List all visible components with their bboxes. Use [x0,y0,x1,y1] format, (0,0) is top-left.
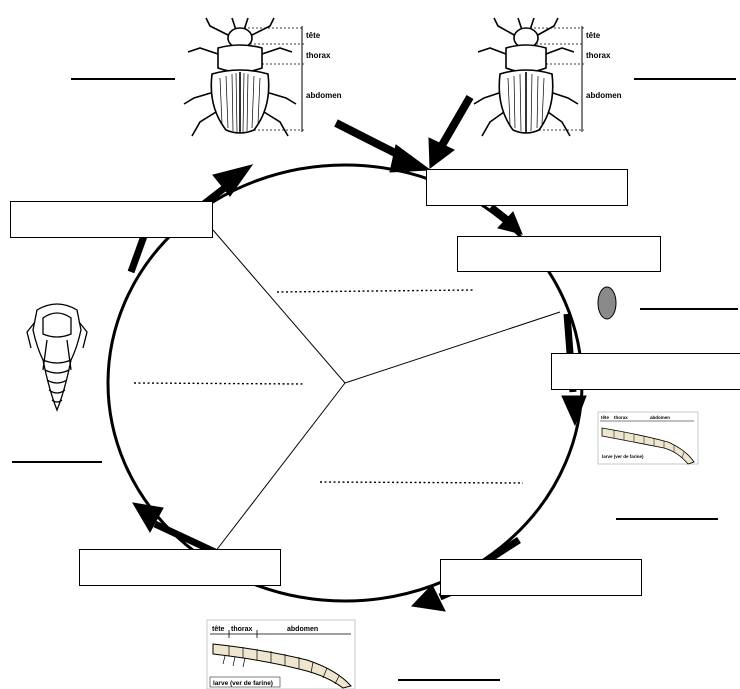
answer-line-beetle-right[interactable] [634,78,736,80]
sector-divider-lower-left [214,382,346,553]
larva-caption: larve (ver de farine) [602,454,644,459]
pupa-illustration [26,303,88,412]
answer-line-egg[interactable] [640,308,738,310]
larva-label-head: tête [601,415,609,420]
answer-line-pupa[interactable] [12,461,102,463]
egg-illustration [597,286,617,320]
cycle-arrow-bottom-left [132,502,217,556]
beetle-label-head: tête [306,31,321,40]
stage-answer-box-upper-right[interactable] [457,236,661,272]
beetle-arrow-right [428,94,474,169]
larva-label-abdomen: abdomen [287,626,318,633]
answer-line-larva-small[interactable] [616,518,718,520]
larva-label-thorax: thorax [231,626,253,633]
beetle-illustration-right: tête thorax abdomen [473,17,622,137]
sector-answer-line-left [133,382,306,385]
beetle-arrow-left [334,119,432,173]
larva-label-abdomen: abdomen [650,415,670,420]
larva-label-head: tête [212,626,225,633]
stage-answer-box-top[interactable] [426,169,628,206]
beetle-label-abdomen: abdomen [586,91,622,100]
beetle-label-abdomen: abdomen [306,91,342,100]
answer-line-beetle-left[interactable] [71,78,175,80]
stage-answer-box-right[interactable] [551,353,740,390]
beetle-label-thorax: thorax [306,51,331,60]
larva-illustration-small: tête thorax abdomen larve (ver de farine… [597,411,699,465]
cycle-arrow-left-up [127,234,148,274]
larva-caption: larve (ver de farine) [213,680,273,687]
sector-divider-right [344,311,561,384]
cycle-arrow-top-right [488,204,523,235]
beetle-label-thorax: thorax [586,51,611,60]
beetle-illustration-left: tête thorax abdomen [183,17,342,137]
larva-label-thorax: thorax [614,415,628,420]
cycle-sectors [212,229,561,553]
answer-line-larva-large[interactable] [398,679,500,681]
stage-answer-box-bottom-right[interactable] [440,559,642,596]
beetle-label-head: tête [586,31,601,40]
sector-answer-line-bottom [319,481,524,484]
stage-answer-box-bottom-left[interactable] [79,549,281,586]
sector-divider-upper-left [212,229,346,384]
stage-answer-box-left[interactable] [10,201,213,238]
sector-answer-line-top [276,289,474,293]
larva-illustration-large: tête thorax abdomen larve (ver de farine… [206,619,356,689]
